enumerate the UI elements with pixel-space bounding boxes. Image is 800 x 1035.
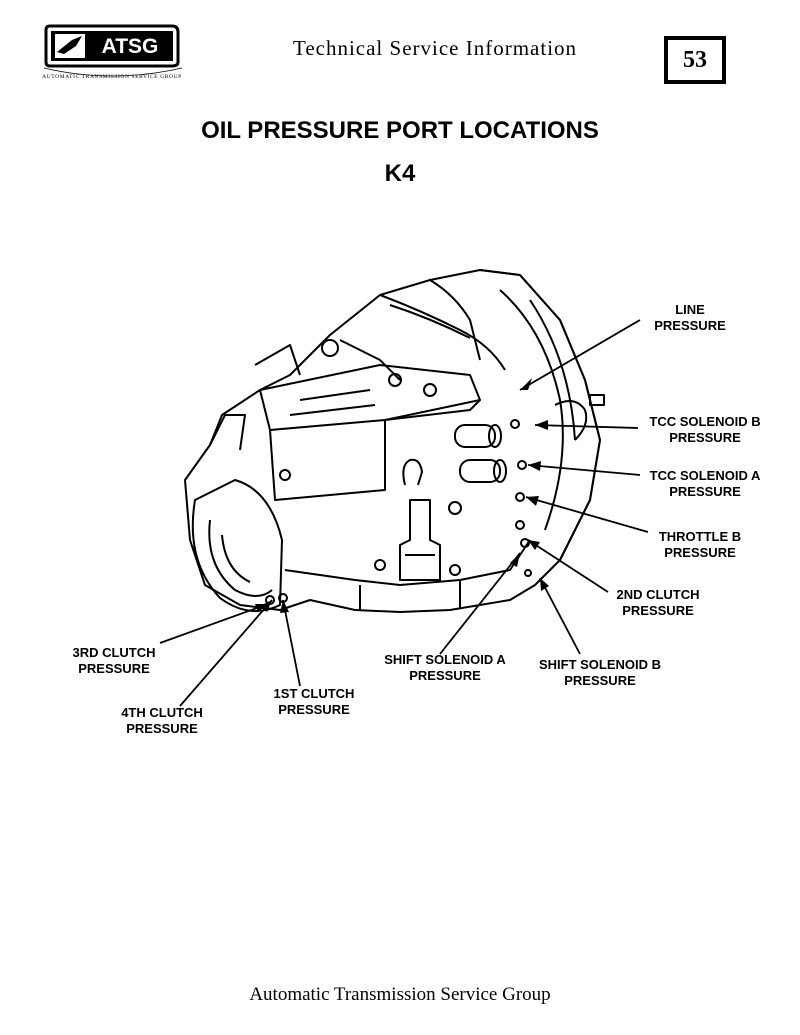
header-title: Technical Service Information xyxy=(292,36,578,60)
document-subtitle: K4 xyxy=(384,160,416,187)
page-number: 53 xyxy=(664,36,726,84)
footer-text: Automatic Transmission Service Group xyxy=(249,984,551,1005)
transmission-case xyxy=(184,269,605,613)
document-title: OIL PRESSURE PORT LOCATIONS xyxy=(201,117,599,144)
callout-arrowheads xyxy=(255,378,549,613)
transmission-illustration xyxy=(159,269,649,707)
atsg-logo: ATSG AUTOMATIC TRANSMISSION SERVICE GROU… xyxy=(42,24,183,80)
callout-leader-lines xyxy=(159,319,649,707)
logo-ring-text: AUTOMATIC TRANSMISSION SERVICE GROUP xyxy=(42,74,182,80)
logo-text: ATSG xyxy=(102,35,159,58)
